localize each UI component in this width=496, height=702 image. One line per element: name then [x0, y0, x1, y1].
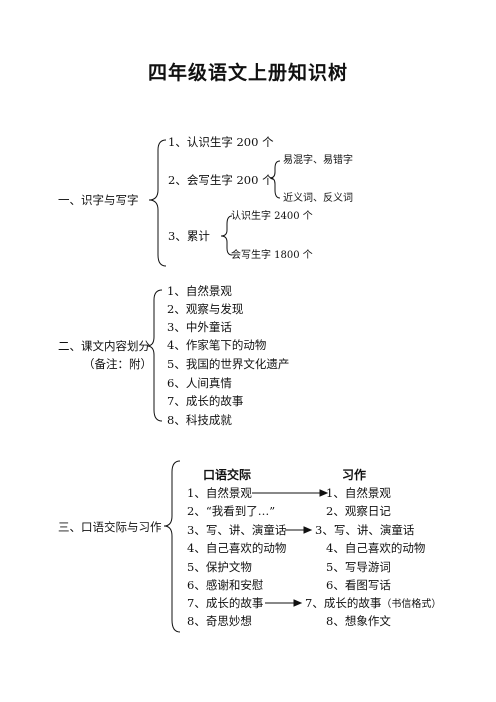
- section2-item-6: 6、人间真情: [167, 376, 232, 390]
- total-sub-brace: [220, 215, 233, 256]
- oral-header: 口语交际: [203, 468, 252, 482]
- write-sub-1: 易混字、易错字: [283, 155, 353, 166]
- section1-label: 一、识字与写字: [58, 193, 139, 207]
- oral-item-6: 6、感谢和安慰: [187, 578, 264, 592]
- writing-item-7: 7、成长的故事（书信格式）: [305, 596, 441, 611]
- total-sub-2: 会写生字 1800 个: [231, 250, 313, 261]
- section2-note: （备注：附）: [83, 357, 152, 371]
- writing-header: 习作: [342, 468, 367, 482]
- section2-item-5: 5、我国的世界文化遗产: [167, 357, 290, 371]
- oral-item-2: 2、“我看到了…”: [187, 504, 276, 518]
- section3-brace: [163, 460, 181, 633]
- section1-item-3: 3、累计: [168, 229, 210, 243]
- section2-brace: [146, 289, 163, 422]
- oral-item-8: 8、奇思妙想: [187, 614, 252, 628]
- arrow-head-3: [303, 526, 313, 534]
- writing-item-8: 8、想象作文: [326, 614, 391, 628]
- section2-item-8: 8、科技成就: [167, 413, 232, 427]
- write-sub-brace: [269, 160, 281, 199]
- section2-item-2: 2、观察与发现: [167, 302, 244, 316]
- oral-item-7: 7、成长的故事: [187, 596, 264, 610]
- arrow-head-1: [319, 489, 329, 497]
- oral-item-4: 4、自己喜欢的动物: [187, 541, 287, 555]
- oral-item-1: 1、自然景观: [187, 486, 252, 500]
- writing-item-5: 5、写导游词: [326, 560, 391, 574]
- section1-item-1: 1、认识生字 200 个: [168, 135, 274, 149]
- writing-item-6: 6、看图写话: [326, 578, 391, 592]
- section2-label: 二、课文内容划分: [58, 339, 150, 353]
- writing-item-7-text: 7、成长的故事: [305, 596, 382, 610]
- section2-item-1: 1、自然景观: [167, 284, 232, 298]
- section1-item-2: 2、会写生字 200 个: [168, 173, 274, 187]
- page-title: 四年级语文上册知识树: [147, 62, 348, 84]
- section1-brace: [148, 139, 167, 267]
- writing-item-2: 2、观察日记: [326, 504, 391, 518]
- writing-item-1: 1、自然景观: [326, 486, 391, 500]
- section2-item-4: 4、作家笔下的动物: [167, 338, 267, 352]
- writing-item-7-note: （书信格式）: [381, 599, 442, 610]
- section2-item-3: 3、中外童话: [167, 320, 232, 334]
- section3-label: 三、口语交际与习作: [58, 520, 162, 534]
- arrow-head-7: [293, 599, 303, 607]
- oral-item-5: 5、保护文物: [187, 560, 252, 574]
- writing-item-4: 4、自己喜欢的动物: [326, 541, 426, 555]
- oral-item-3: 3、写、讲、演童话: [187, 523, 287, 537]
- writing-item-3: 3、写、讲、演童话: [315, 523, 415, 537]
- section2-item-7: 7、成长的故事: [167, 394, 244, 408]
- write-sub-2: 近义词、反义词: [283, 193, 353, 204]
- total-sub-1: 认识生字 2400 个: [231, 211, 313, 222]
